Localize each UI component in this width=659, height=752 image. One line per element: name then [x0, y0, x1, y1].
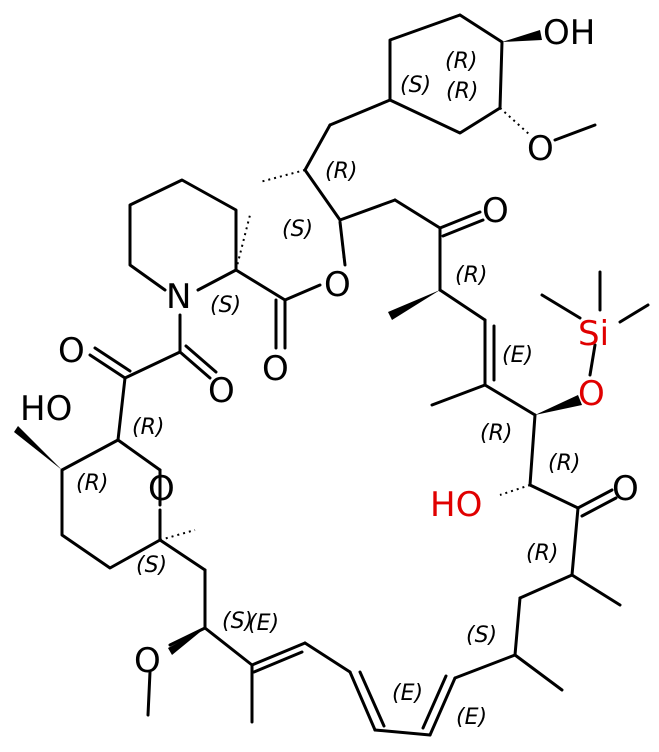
bond-ketone-r1	[576, 488, 614, 510]
piperidine-ring	[128, 178, 238, 292]
pyran-ring	[60, 438, 162, 570]
bond-chain-k	[453, 653, 517, 680]
bond-oxo1-a	[88, 353, 127, 380]
bond-chain-l	[203, 626, 254, 667]
atom-o-ester-carbonyl: O	[262, 349, 289, 389]
bond-chain-h	[570, 506, 580, 577]
stereo-s4: (S)	[466, 623, 497, 648]
bond-oxo2-b	[184, 344, 218, 374]
atom-ho-red: HO	[430, 485, 482, 525]
bond-ring-sub	[328, 98, 392, 127]
stereo-s2: (S)	[282, 217, 313, 242]
bond-chain-a	[338, 198, 397, 222]
bond-triene-3b	[358, 670, 386, 728]
bonds	[60, 13, 650, 737]
atom-o-oxo-1: O	[58, 331, 85, 371]
bond-triene-1	[428, 676, 457, 737]
stereo-e4: (E)	[456, 705, 487, 730]
bond-methoxy-bottom	[146, 670, 152, 717]
stereo-s3: (S)	[210, 293, 241, 318]
bond-oxo1-b	[93, 346, 132, 373]
bond-triene-2	[373, 728, 432, 737]
stereo-e2: (E)	[248, 611, 279, 636]
stereo-e1: (E)	[502, 343, 533, 368]
bond-triene-4	[303, 641, 352, 674]
stereo-r1: (R)	[445, 49, 477, 74]
wedge-methyl-ketone	[388, 290, 440, 320]
atom-o-pyran: O	[148, 469, 175, 509]
atom-o-methoxy-top: O	[527, 129, 554, 169]
hash-ester-o	[339, 219, 345, 263]
bond-triene-5	[250, 641, 307, 667]
atom-oh-cyclohexyl: OH	[543, 13, 595, 53]
bond-ketone-2	[441, 218, 485, 238]
bond-chain-g	[528, 483, 580, 510]
wedge-bonds	[14, 30, 582, 655]
bond-si-me3	[618, 303, 650, 324]
bond-methyl-r575	[570, 573, 622, 607]
wedge-oh-top	[502, 30, 542, 42]
stereo-r7: (R)	[132, 415, 164, 440]
stereo-r2: (R)	[446, 79, 478, 104]
stereo-e3: (E)	[392, 681, 423, 706]
bond-chain-i	[518, 573, 574, 600]
stereo-r4: (R)	[455, 263, 487, 288]
bond-ch2-chain	[303, 123, 332, 172]
hash-pyran	[159, 529, 196, 541]
bond-c-r-methine	[303, 168, 342, 222]
hash-pip	[235, 214, 251, 271]
stereo-r6: (R)	[548, 451, 580, 476]
bond-ketone-r2	[580, 496, 618, 518]
bond-chain-f	[528, 413, 537, 487]
bond-triene-1b	[421, 674, 448, 730]
bond-triene-3	[348, 670, 377, 732]
bond-chain-n	[158, 538, 207, 572]
bond-chain-j	[513, 596, 522, 657]
bond-ester-link	[283, 283, 322, 302]
stereo-r3: (R)	[325, 159, 357, 184]
hash-methyl-r	[259, 169, 306, 183]
atom-si: Si	[578, 314, 609, 354]
stereo-r5: (R)	[480, 421, 512, 446]
atom-ho-hemiketal: HO	[20, 389, 72, 429]
stereo-s5: (S)	[136, 553, 167, 578]
stereo-r8: (R)	[76, 471, 108, 496]
bond-methyl-alkene	[430, 383, 487, 407]
bond-chain-e	[483, 383, 537, 417]
bond-methoxy-top	[553, 123, 597, 142]
bond-oxo-oxo	[123, 350, 182, 380]
hash-methyl-655	[514, 654, 563, 691]
wedge-methyl-pyran	[14, 426, 62, 470]
wedge-silyl	[535, 395, 582, 415]
bond-chain-b	[393, 198, 442, 230]
atom-o-ester-ring: O	[324, 265, 351, 305]
stereo-labels: (R) (S) (R) (R) (S) (S) (R) (E) (R) (R) …	[76, 49, 580, 730]
atom-o-methoxy-bottom: O	[134, 641, 161, 681]
bond-oxo2-a	[178, 350, 212, 380]
stereo-r9: (R)	[526, 541, 558, 566]
stereo-s1: (S)	[400, 73, 431, 98]
wedge-methoxy-bot	[168, 628, 205, 655]
bond-chain-d	[438, 288, 487, 322]
hash-ho-red	[499, 484, 531, 496]
hash-bonds	[159, 107, 621, 691]
bond-pip-ester	[234, 268, 287, 302]
atom-o-ketone-right: O	[612, 469, 639, 509]
atom-o-oxo-2: O	[208, 371, 235, 411]
atom-o-ketone-top: O	[482, 191, 509, 231]
atom-n-piperidine: N	[166, 277, 191, 317]
bond-hemi-to-oxo	[116, 376, 127, 442]
stereo-s6: (S)	[222, 609, 253, 634]
hash-methoxy-top	[499, 107, 531, 136]
bond-triene-5b	[252, 650, 304, 674]
bond-methoxy-bottom-link	[168, 626, 207, 647]
bond-si-o	[588, 343, 597, 377]
atom-o-silyl: O	[578, 374, 605, 414]
bond-ester-ring-o	[338, 220, 347, 267]
bond-si-me1	[540, 293, 582, 320]
atom-labels: OH O O O O N O O HO O O Si O HO O	[20, 13, 639, 681]
bond-ketone-1	[438, 210, 482, 230]
